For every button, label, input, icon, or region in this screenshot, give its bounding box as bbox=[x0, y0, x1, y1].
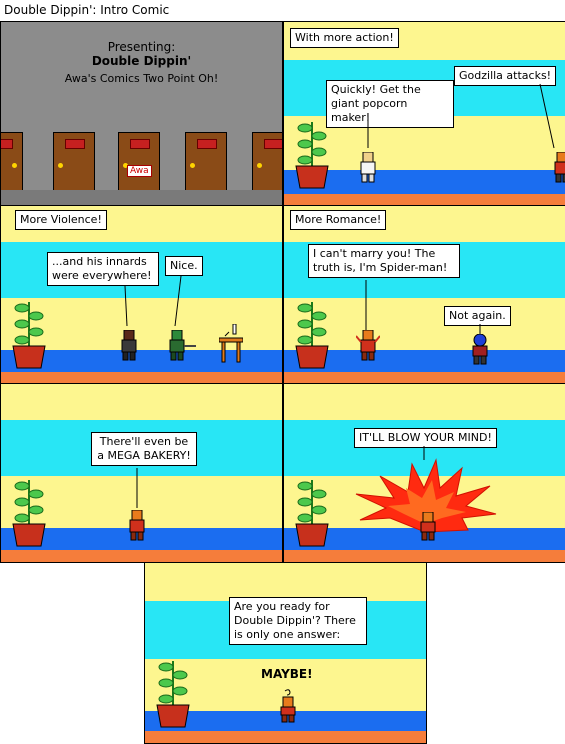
plant-icon bbox=[155, 655, 191, 733]
comic-name: Double Dippin' bbox=[91, 54, 192, 68]
speech-bubble-nice: Nice. bbox=[165, 256, 203, 276]
plant-icon bbox=[11, 474, 47, 552]
panel-3-caption: More Violence! bbox=[15, 210, 107, 230]
speech-bubble-blow-mind: IT'LL BLOW YOUR MIND! bbox=[354, 428, 497, 448]
plant-icon bbox=[294, 116, 330, 194]
plant-icon bbox=[294, 296, 330, 374]
door-sign-awa: Awa bbox=[127, 165, 152, 177]
speech-bubble-godzilla: Godzilla attacks! bbox=[454, 66, 557, 86]
plant-icon bbox=[294, 474, 330, 552]
panel-1-hallway: Presenting: Double Dippin' Awa's Comics … bbox=[0, 21, 283, 207]
popcorn-character-icon bbox=[358, 151, 378, 188]
maybe-text: MAYBE! bbox=[261, 667, 313, 681]
speech-bubble-popcorn: Quickly! Get the giant popcorn maker! bbox=[326, 80, 454, 128]
door-1 bbox=[1, 132, 23, 192]
panel-2-action: With more action! Quickly! Get the giant… bbox=[283, 21, 565, 207]
comic-subtitle: Awa's Comics Two Point Oh! bbox=[64, 72, 219, 85]
speech-bubble-innards: ...and his innards were everywhere! bbox=[47, 252, 159, 286]
orange-character-icon bbox=[418, 511, 438, 546]
explosion-icon bbox=[350, 458, 500, 538]
presenting-text: Presenting: bbox=[107, 40, 176, 54]
panel-2-caption: With more action! bbox=[290, 28, 399, 48]
panel-4-caption: More Romance! bbox=[290, 210, 387, 230]
hallway-floor bbox=[1, 190, 282, 206]
speech-bubble-spiderman: I can't marry you! The truth is, I'm Spi… bbox=[308, 244, 460, 278]
panel-4-romance: More Romance! I can't marry you! The tru… bbox=[283, 205, 565, 385]
speech-bubble-bakery: There'll even be a MEGA BAKERY! bbox=[91, 432, 197, 466]
plant-icon bbox=[11, 296, 47, 374]
speech-tails bbox=[367, 83, 555, 149]
speech-bubble-ready: Are you ready for Double Dippin'? There … bbox=[229, 597, 367, 645]
page-title: Double Dippin': Intro Comic bbox=[4, 3, 170, 17]
confused-character-icon bbox=[277, 689, 299, 727]
dark-character-icon bbox=[119, 329, 139, 366]
blue-character-icon bbox=[470, 333, 490, 370]
orange-character-icon bbox=[127, 509, 147, 546]
godzilla-character-icon bbox=[552, 151, 565, 188]
door-5 bbox=[252, 132, 282, 192]
speech-tails bbox=[124, 275, 182, 327]
green-character-icon bbox=[167, 329, 197, 366]
panel-5-bakery: There'll even be a MEGA BAKERY! bbox=[0, 383, 283, 563]
door-4 bbox=[185, 132, 227, 192]
table-icon bbox=[218, 323, 244, 368]
speech-bubble-not-again: Not again. bbox=[444, 306, 511, 326]
panel-3-violence: More Violence! ...and his innards were e… bbox=[0, 205, 283, 385]
door-3: Awa bbox=[118, 132, 160, 192]
speech-tails bbox=[423, 446, 425, 460]
speech-tails bbox=[365, 280, 481, 334]
panel-6-explosion: IT'LL BLOW YOUR MIND! bbox=[283, 383, 565, 563]
speech-tails bbox=[136, 468, 138, 508]
orange-character-icon bbox=[355, 329, 381, 366]
door-2 bbox=[53, 132, 95, 192]
panel-7-maybe: Are you ready for Double Dippin'? There … bbox=[144, 562, 427, 744]
